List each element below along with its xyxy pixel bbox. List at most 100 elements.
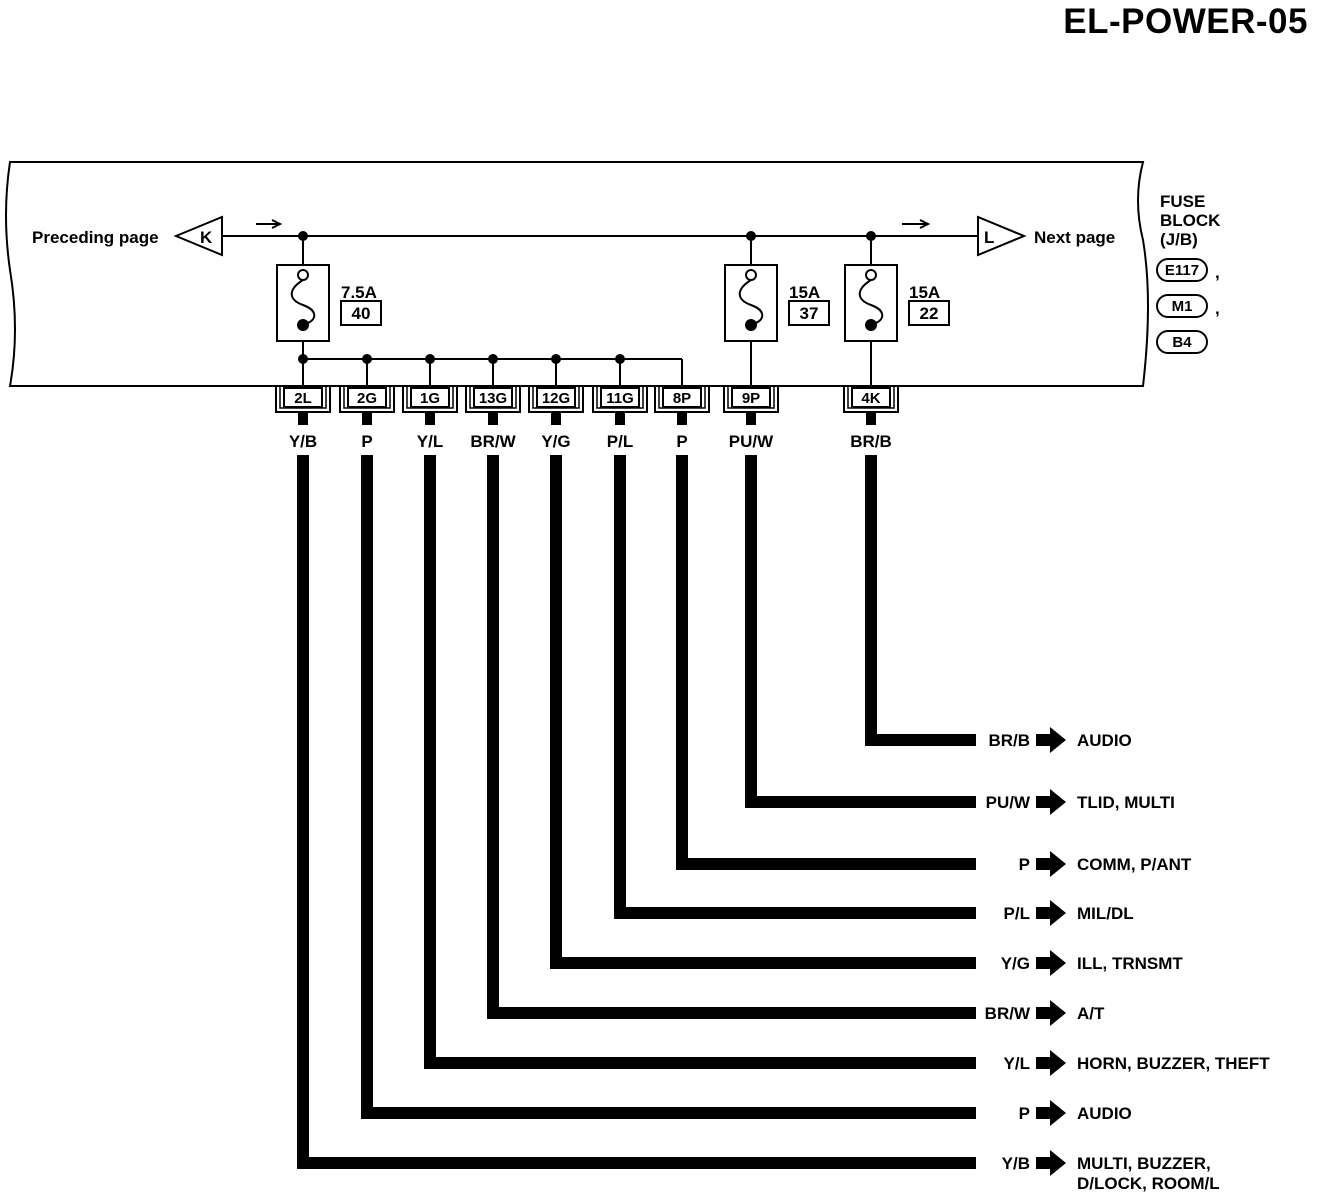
harness-wire-pu-w (745, 455, 976, 808)
connector-badge-e117 (1156, 258, 1208, 282)
output-arrow-icon (1036, 1050, 1066, 1076)
terminal-id: 9P (742, 390, 760, 407)
flow-arrow-left (256, 219, 283, 229)
output-destination: ILL, TRNSMT (1077, 954, 1183, 973)
fuse-element (858, 279, 884, 326)
badge-separator: , (1215, 263, 1220, 282)
harness-wire-p (361, 455, 976, 1119)
harness-wire-p-l (614, 455, 976, 919)
splice-junction (298, 354, 308, 364)
harness-wire-y-g (550, 455, 976, 969)
terminal-wire-color: P/L (607, 432, 633, 451)
terminal-id: 2L (294, 390, 312, 407)
fuse-block-outline (5, 161, 1149, 387)
output-destination: HORN, BUZZER, THEFT (1077, 1054, 1270, 1073)
fuse-rating: 15A (789, 283, 820, 302)
flow-arrow-right (902, 219, 931, 229)
preceding-marker-letter: K (200, 228, 213, 247)
terminal-id: 4K (861, 390, 880, 407)
bus-junction (298, 231, 308, 241)
terminal-id: 12G (542, 390, 570, 407)
terminal-wire-color: P (361, 432, 372, 451)
output-wire-color: BR/B (988, 731, 1030, 750)
output-wire-color: Y/L (1004, 1054, 1030, 1073)
harness-wire-p (676, 455, 976, 870)
terminal-wire-color: Y/G (541, 432, 570, 451)
harness-wire-y-b (297, 455, 976, 1169)
connector-badge-label: M1 (1172, 298, 1193, 315)
output-wire-color: Y/B (1002, 1154, 1030, 1173)
output-arrow-icon (1036, 789, 1066, 815)
output-wire-color: Y/G (1001, 954, 1030, 973)
wires (297, 341, 976, 1169)
output-arrow-icon (1036, 950, 1066, 976)
output-destination: MULTI, BUZZER, (1077, 1154, 1211, 1173)
output-arrow-icon (1036, 1000, 1066, 1026)
fuse-block-title-3: (J/B) (1160, 230, 1198, 249)
fuse-block-title-1: FUSE (1160, 192, 1205, 211)
fuse-number: 22 (920, 304, 939, 323)
connector-badge-b4 (1156, 330, 1208, 354)
preceding-page-label: Preceding page (32, 228, 159, 247)
harness-wire-y-l (424, 455, 976, 1069)
terminal-id: 8P (673, 390, 691, 407)
output-destination: A/T (1077, 1004, 1105, 1023)
terminal-wire-color: BR/B (850, 432, 892, 451)
page-code: EL-POWER-05 (1063, 2, 1308, 41)
harness-wire-br-w (487, 455, 976, 1019)
terminal-2l: 2L Y/B (275, 386, 331, 451)
terminal-id: 13G (479, 390, 507, 407)
terminal-11g: 11G P/L (592, 386, 648, 451)
output-wire-color: PU/W (986, 793, 1031, 812)
terminal-wire-color: BR/W (470, 432, 516, 451)
output-destination: MIL/DL (1077, 904, 1134, 923)
next-marker-letter: L (984, 228, 994, 247)
terminal-9p: 9P PU/W (723, 386, 779, 451)
output-arrow-icon (1036, 727, 1066, 753)
connector-badge-label: B4 (1172, 334, 1192, 351)
output-arrow-icon (1036, 1100, 1066, 1126)
output-destination: COMM, P/ANT (1077, 855, 1192, 874)
fuse-number: 37 (800, 304, 819, 323)
harness-wire-br-b (865, 455, 976, 746)
fuse-number: 40 (352, 304, 371, 323)
output-destination: AUDIO (1077, 1104, 1132, 1123)
output-destination: AUDIO (1077, 731, 1132, 750)
terminal-4k: 4K BR/B (843, 386, 899, 451)
fuse-block-title-2: BLOCK (1160, 211, 1221, 230)
fuses: 7.5A 40 15A 37 15A 22 (276, 231, 950, 342)
fuse-rating: 7.5A (341, 283, 377, 302)
output-destinations: BR/B AUDIO PU/W TLID, MULTI P COMM, P/ANT P/L M… (985, 727, 1270, 1193)
connector-badge-m1 (1156, 294, 1208, 318)
connector-badges: E117,M1,B4 (1156, 258, 1220, 354)
preceding-page-marker (173, 215, 223, 257)
terminal-8p: 8P P (654, 386, 710, 451)
output-wire-color: P/L (1004, 904, 1030, 923)
terminal-id: 11G (606, 390, 634, 407)
terminal-wire-color: P (676, 432, 687, 451)
output-destination: TLID, MULTI (1077, 793, 1175, 812)
terminal-1g: 1GY/L (402, 386, 458, 451)
output-destination-line2: D/LOCK, ROOM/L (1077, 1174, 1220, 1193)
connector-badge-label: E117 (1165, 262, 1199, 279)
terminal-2g: 2G P (339, 386, 395, 451)
terminal-wire-color: Y/B (289, 432, 317, 451)
bus-junction (746, 231, 756, 241)
output-arrow-icon (1036, 1150, 1066, 1176)
terminal-13g: 13G BR/W (465, 386, 521, 451)
terminal-id: 2G (357, 390, 377, 407)
output-wire-color: BR/W (985, 1004, 1031, 1023)
fuse-rating: 15A (909, 283, 940, 302)
next-page-label: Next page (1034, 228, 1115, 247)
fuse-element (738, 279, 764, 326)
output-wire-color: P (1019, 1104, 1030, 1123)
terminal-wire-color: PU/W (729, 432, 774, 451)
output-arrow-icon (1036, 900, 1066, 926)
terminals: 2L Y/B 2G P 1GY/L 13G BR/W 12G Y/G 11G P/L 8P P 9P PU/… (275, 386, 899, 451)
terminal-id: 1G (420, 390, 440, 407)
output-arrow-icon (1036, 851, 1066, 877)
terminal-12g: 12G Y/G (528, 386, 584, 451)
fuse-element (290, 279, 316, 326)
bus-junction (866, 231, 876, 241)
